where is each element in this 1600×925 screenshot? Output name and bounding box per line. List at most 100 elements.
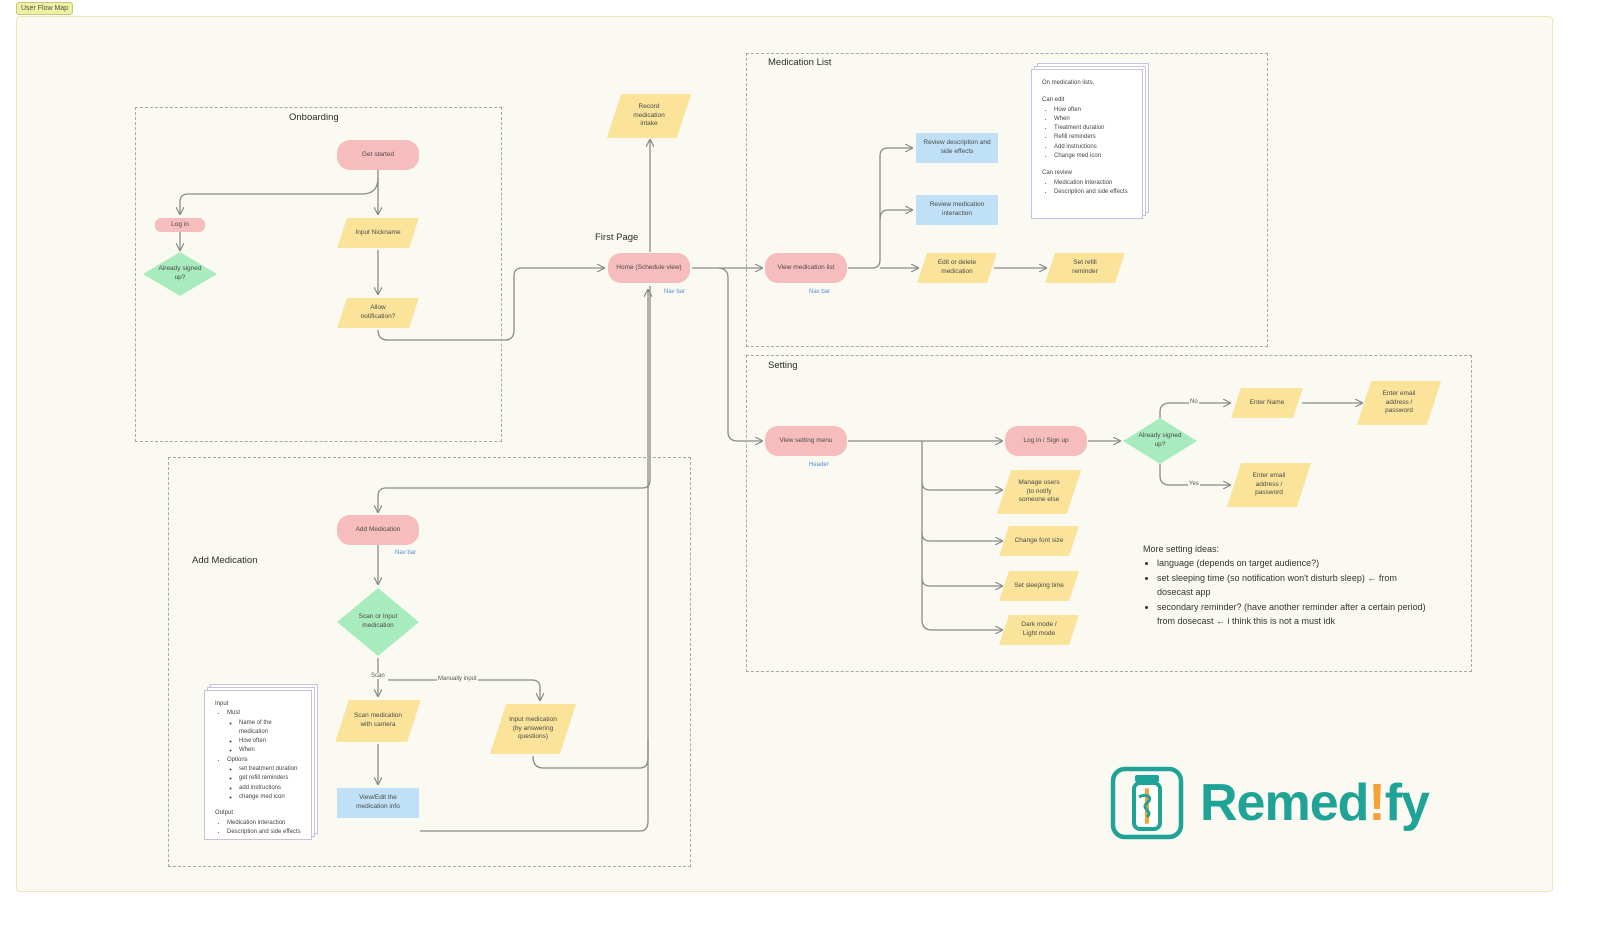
logo-text-part-2: fy [1384,774,1430,832]
view-medication-list-label: View medication list [777,263,835,271]
note-options-title: Options [227,756,248,763]
note-output-list: Medication interactionDescription and si… [215,819,301,838]
setting-ideas: More setting ideas: language (depends on… [1143,542,1433,628]
edge-setting-sleep [921,577,1002,586]
login-signup-node[interactable]: Log in / Sign up [1005,426,1087,456]
note-options-list: set treatment durationget refill reminde… [227,765,301,802]
set-sleeping-node[interactable]: Set sleeping time [1004,571,1074,601]
set-refill-node[interactable]: Set refill reminder [1050,253,1120,283]
onboarding-title: Onboarding [289,112,339,123]
note-output-item: Medication interaction [227,819,301,828]
logo-text-bang: ! [1368,774,1385,832]
edge-home-addmed [378,286,651,512]
setting-ideas-list: language (depends on target audience?)se… [1143,556,1433,628]
scan-or-input-decision[interactable]: Scan or Input medication [337,588,419,656]
add-nav-bar-label: Nav bar [395,550,417,556]
note-edit-item: Treatment duration [1054,124,1132,133]
logo-text-part-1: Remed [1200,774,1369,832]
note-edit-item: Add instructions [1054,143,1132,152]
no-edge-label: No [1189,399,1199,405]
view-medication-list-node[interactable]: View medication list [765,253,847,283]
enter-email-yes-node[interactable]: Enter email address / password [1234,463,1304,507]
input-nickname-node[interactable]: Input Nickname [342,218,414,248]
edge-decision-manual [388,679,540,700]
view-edit-info-label: View/Edit the medication info [356,794,400,810]
home-schedule-node[interactable]: Home (Schedule view) [608,253,690,283]
scan-or-input-label: Scan or Input medication [358,613,398,629]
edge-setting-manage [921,481,1002,490]
first-page-title: First Page [595,232,639,243]
note-output-title: Output [215,810,234,817]
setting-idea-item: language (depends on target audience?) [1157,556,1433,570]
note-must-title: Must [227,710,241,717]
input-questions-label: Input medication (by answering questions… [509,715,557,741]
edge-view-home [420,740,649,832]
manage-users-node[interactable]: Manage users (to notify someone else [1004,470,1074,514]
view-setting-menu-label: View setting menu [779,436,833,444]
input-questions-node[interactable]: Input medication (by answering questions… [498,704,568,754]
frame-label[interactable]: User Flow Map [16,2,74,15]
change-font-label: Change font size [1014,536,1064,544]
review-interaction-label: Review medication interaction [929,201,985,217]
dark-mode-label: Dark mode / Light mode [1021,621,1057,637]
edge-allow-home [377,268,604,341]
edge-medlist-review-int [879,210,912,221]
edge-signedup-no [1159,403,1230,418]
edit-delete-node[interactable]: Edit or delete medication [922,253,992,283]
list-nav-bar-label: Nav bar [809,289,831,295]
already-signed-up-label: Already signed up? [158,265,202,281]
note-intro: On medication lists, [1042,80,1095,86]
scan-camera-node[interactable]: Scan medication with camera [342,700,414,742]
record-intake-node[interactable]: Record medication intake [614,94,684,138]
add-medication-label: Add Medication [355,525,401,533]
note-edit-list: How oftenWhenTreatment durationRefill re… [1042,106,1132,162]
medication-list-note: On medication lists, Can edit How oftenW… [1031,69,1143,219]
add-medication-title: Add Medication [192,555,258,566]
edge-signedup-yes [1159,464,1230,485]
note-must-item: When [239,746,301,755]
change-font-node[interactable]: Change font size [1004,526,1074,556]
note-must-list: Name of the medicationHow oftenWhen [227,719,301,756]
edge-setting-font [921,532,1002,541]
note-input-title: Input [215,701,229,707]
enter-email-no-node[interactable]: Enter email address / password [1364,381,1434,425]
set-sleeping-label: Set sleeping time [1014,581,1064,589]
view-setting-menu-node[interactable]: View setting menu [765,426,847,456]
note-edit-item: When [1054,115,1132,124]
onboarding-section [135,107,502,442]
note-edit-item: Change med icon [1054,152,1132,161]
input-nickname-label: Input Nickname [355,228,401,236]
note-output-item: Description and side effects [227,828,301,837]
medication-list-section [746,53,1268,347]
enter-name-label: Enter Name [1249,398,1285,406]
medicine-bottle-icon [1110,766,1184,840]
scan-camera-label: Scan medication with camera [353,712,403,728]
note-options-item: change med icon [239,793,301,802]
enter-name-node[interactable]: Enter Name [1236,388,1298,418]
enter-email-no-label: Enter email address / password [1382,389,1416,415]
note-options-item: set treatment duration [239,765,301,774]
already-signed-up-decision[interactable]: Already signed up? [143,252,217,296]
review-description-node[interactable]: Review description and side effects [916,133,998,163]
allow-notification-node[interactable]: Allow notification? [342,298,414,328]
edit-delete-label: Edit or delete medication [937,259,977,275]
note-must-item: Name of the medication [239,719,301,738]
note-edit-title: Can edit [1042,97,1065,104]
already-signed-up-2-decision[interactable]: Already signed up? [1123,418,1197,464]
edge-getstarted-login [180,177,379,214]
add-medication-node[interactable]: Add Medication [337,515,419,545]
setting-ideas-title: More setting ideas: [1143,544,1220,554]
log-in-node[interactable]: Log in [155,218,205,232]
note-options-item: add instructions [239,784,301,793]
view-edit-info-node[interactable]: View/Edit the medication info [337,788,419,818]
get-started-node[interactable]: Get started [337,140,419,170]
enter-email-yes-label: Enter email address / password [1252,471,1286,497]
note-edit-item: How often [1054,106,1132,115]
note-must-item: How often [239,737,301,746]
add-medication-section [168,457,691,867]
remedify-logo-text: Remed!fy [1200,773,1430,833]
note-review-title: Can review [1042,170,1073,177]
review-interaction-node[interactable]: Review medication interaction [916,195,998,225]
dark-mode-node[interactable]: Dark mode / Light mode [1004,615,1074,645]
get-started-label: Get started [361,150,395,158]
